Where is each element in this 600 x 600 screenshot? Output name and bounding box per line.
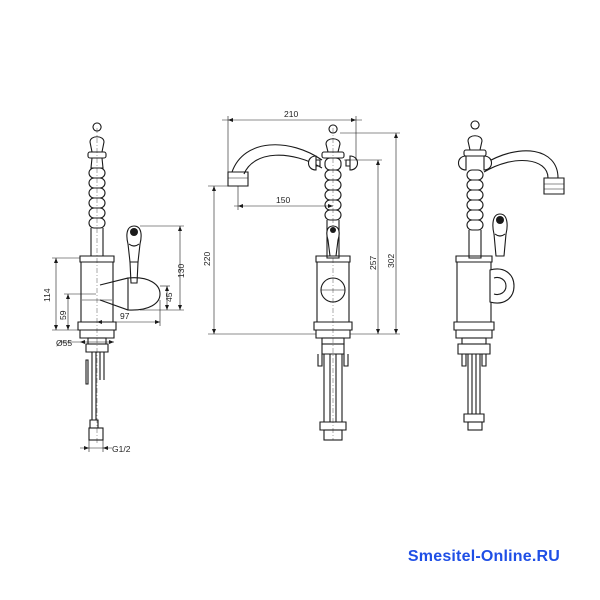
dim-59: 59 [58,310,68,320]
dim-114: 114 [42,288,52,302]
dim-diameter-55: Ø55 [56,338,72,348]
dim-302: 302 [386,254,396,268]
dim-220: 220 [202,252,212,266]
dim-257: 257 [368,256,378,270]
dim-thread: G1/2 [112,444,131,454]
watermark-text: Smesitel-Online.RU [407,548,560,565]
perspective-view [453,120,565,431]
dim-45: 45 [164,292,174,302]
dim-150: 150 [276,195,290,205]
front-view: 210 150 220 257 302 [202,109,400,441]
dim-130: 130 [176,264,186,278]
dim-97: 97 [120,311,130,321]
side-view: 114 59 Ø55 130 45 97 G1/2 [42,122,186,454]
dim-210: 210 [284,109,298,119]
